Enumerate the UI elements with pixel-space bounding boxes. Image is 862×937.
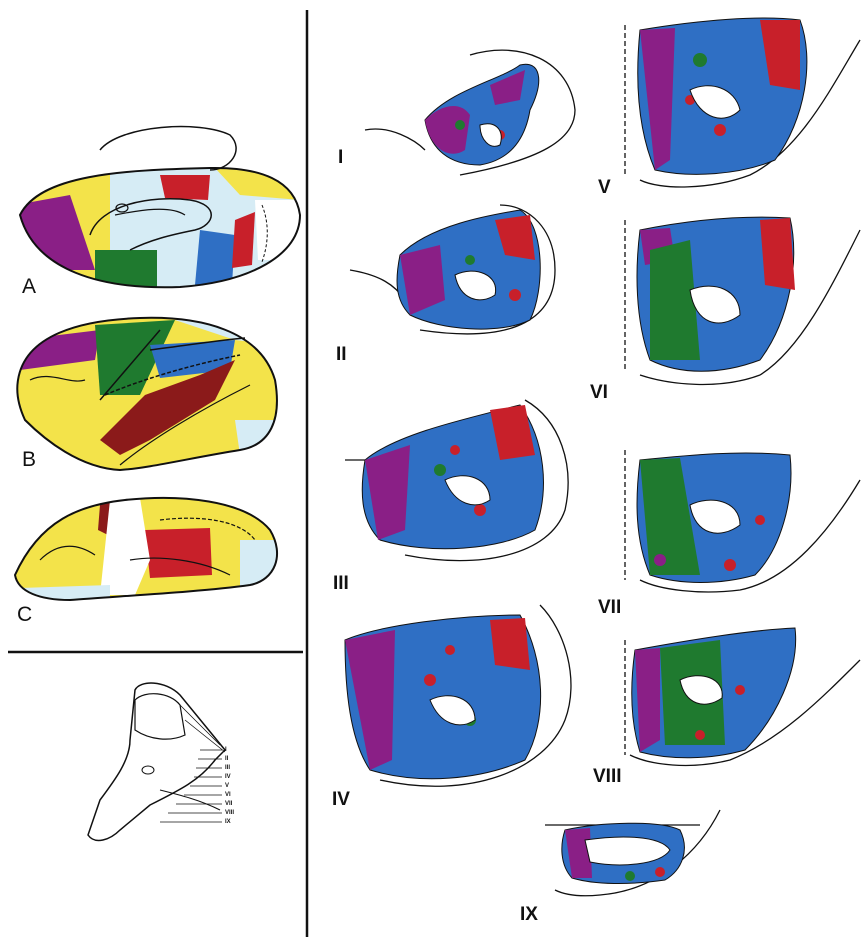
label-section-v: V <box>598 178 611 197</box>
level-label-ix: IX <box>225 819 231 825</box>
label-section-i: I <box>338 148 343 167</box>
brainstem-diagram <box>88 683 225 840</box>
section-viii <box>625 628 860 765</box>
level-label-vii: VII <box>225 801 232 807</box>
level-label-viii: VIII <box>225 810 234 816</box>
section-ii <box>350 205 555 334</box>
label-view-c: C <box>17 604 32 625</box>
section-vii <box>625 450 860 592</box>
label-section-vii: VII <box>598 598 621 617</box>
label-view-a: A <box>22 276 36 297</box>
level-label-iii: III <box>225 765 230 771</box>
level-label-vi: VI <box>225 792 231 798</box>
label-section-viii: VIII <box>593 767 622 786</box>
section-vi <box>625 217 860 384</box>
label-view-b: B <box>22 449 36 470</box>
level-label-ii: II <box>225 756 228 762</box>
label-section-ix: IX <box>520 905 538 924</box>
section-ix <box>545 810 720 896</box>
section-iii <box>345 400 568 561</box>
level-label-iv: IV <box>225 774 231 780</box>
label-section-iv: IV <box>332 790 350 809</box>
brain-view-b <box>17 318 280 470</box>
section-iv <box>345 605 571 786</box>
level-label-v: V <box>225 783 229 789</box>
label-section-iii: III <box>333 574 349 593</box>
section-i <box>365 50 575 175</box>
section-v <box>625 18 860 187</box>
label-section-vi: VI <box>590 383 608 402</box>
label-section-ii: II <box>336 345 347 364</box>
level-label-i: I <box>225 747 227 753</box>
brain-view-a <box>0 127 300 300</box>
brain-view-c <box>15 498 285 605</box>
